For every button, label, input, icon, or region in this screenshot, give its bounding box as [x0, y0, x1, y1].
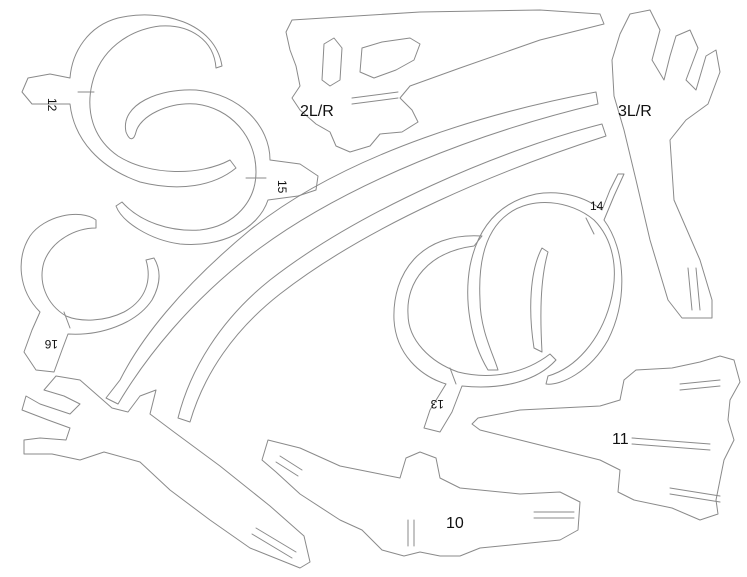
- piece-11-label: 11: [612, 431, 629, 448]
- piece-3L-R-label: 3L/R: [618, 103, 652, 120]
- inner-rib: [177, 123, 607, 423]
- piece-14-label: 14: [590, 199, 604, 213]
- piece-15: 15: [115, 89, 319, 246]
- piece-10: 10: [261, 439, 581, 557]
- piece-11: 11: [471, 355, 741, 521]
- piece-15-label: 15: [275, 180, 289, 194]
- long-rib: [105, 91, 599, 405]
- piece-16-label: 16: [44, 337, 58, 351]
- piece-10-label: 10: [446, 515, 464, 532]
- piece-16: 16: [20, 213, 160, 373]
- piece-3L-R: 3L/R: [611, 9, 721, 319]
- piece-2L-R-label: 2L/R: [300, 103, 334, 120]
- foot-piece: [21, 375, 311, 569]
- piece-14: 14: [467, 173, 625, 385]
- piece-12: 12: [21, 14, 237, 188]
- piece-13: 13: [393, 235, 557, 433]
- piece-13-label: 13: [430, 397, 444, 411]
- piece-12-label: 12: [45, 98, 59, 112]
- piece-2L-R: 2L/R: [285, 9, 605, 153]
